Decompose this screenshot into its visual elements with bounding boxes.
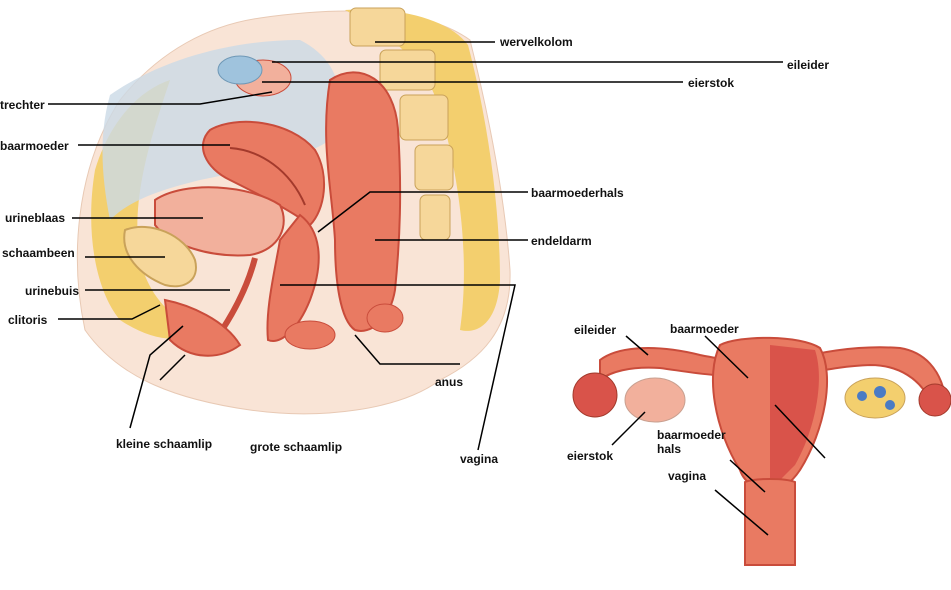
label-clitoris: clitoris (8, 313, 48, 327)
leader-line-grote-schaamlip (159, 354, 186, 381)
anal-sphincter (366, 303, 404, 333)
vertebra (419, 194, 451, 241)
leader-line-frontal-baarmoederhals (729, 459, 766, 493)
vertebra (349, 7, 406, 47)
label-urinebuis: urinebuis (25, 284, 80, 298)
fallopian-tube-fimbria (217, 55, 263, 85)
sagittal-leader-lines (48, 41, 783, 451)
labia (163, 298, 242, 357)
label-frontal-eileider: eileider (574, 323, 617, 337)
frontal-uterus-cavity (770, 345, 819, 490)
frontal-fimbriae-left (572, 372, 618, 418)
leader-line-frontal-right (774, 404, 826, 459)
label-schaambeen: schaambeen (2, 246, 75, 260)
label-endeldarm: endeldarm (531, 234, 592, 248)
frontal-ovary-right (844, 377, 906, 419)
leader-line-frontal-vagina (714, 489, 769, 536)
frontal-fimbriae-right (918, 383, 951, 417)
label-eierstok: eierstok (688, 76, 735, 90)
leader-line-frontal-eileider (625, 335, 649, 356)
leader-line-clitoris (58, 304, 161, 320)
label-baarmoeder: baarmoeder (0, 139, 69, 153)
leader-line-kleine-schaamlip (129, 325, 184, 429)
vagina-canal (266, 213, 320, 342)
label-anus: anus (435, 375, 464, 389)
frontal-leader-lines (611, 335, 826, 536)
label-frontal-baarmoederhals: baarmoeder hals (657, 428, 726, 456)
vertebra (399, 94, 449, 141)
leader-line-baarmoederhals (317, 191, 528, 233)
label-frontal-eierstok: eierstok (567, 449, 614, 463)
frontal-section (572, 336, 951, 566)
urethra (219, 257, 258, 332)
uterus-cavity (229, 147, 306, 206)
label-frontal-baarmoeder: baarmoeder (670, 322, 739, 336)
label-frontal-vagina: vagina (668, 469, 707, 483)
leader-line-trechter (48, 91, 273, 105)
label-wervelkolom: wervelkolom (500, 35, 573, 49)
label-trechter: trechter (0, 98, 45, 112)
ovary-follicle (885, 400, 895, 410)
ovary-follicle (874, 386, 886, 398)
frontal-vagina (744, 478, 796, 566)
leader-line-frontal-baarmoeder (704, 335, 749, 379)
label-baarmoederhals: baarmoederhals (531, 186, 624, 200)
perineal-muscle (284, 320, 336, 350)
ovary-follicle (857, 391, 867, 401)
leader-line-vagina (280, 284, 516, 451)
vertebra (379, 49, 436, 91)
fat-posterior (345, 9, 500, 331)
leader-line-frontal-eierstok (611, 411, 646, 446)
label-urineblaas: urineblaas (5, 211, 66, 225)
sagittal-section (76, 7, 511, 415)
spine (349, 7, 454, 241)
label-kleine-schaamlip: kleine schaamlip (116, 437, 213, 451)
frontal-ovary-left (624, 377, 686, 423)
leader-line-anus (354, 334, 460, 365)
vertebra (414, 144, 454, 191)
label-grote-schaamlip: grote schaamlip (250, 440, 343, 454)
label-vagina: vagina (460, 452, 499, 466)
label-eileider: eileider (787, 58, 830, 72)
